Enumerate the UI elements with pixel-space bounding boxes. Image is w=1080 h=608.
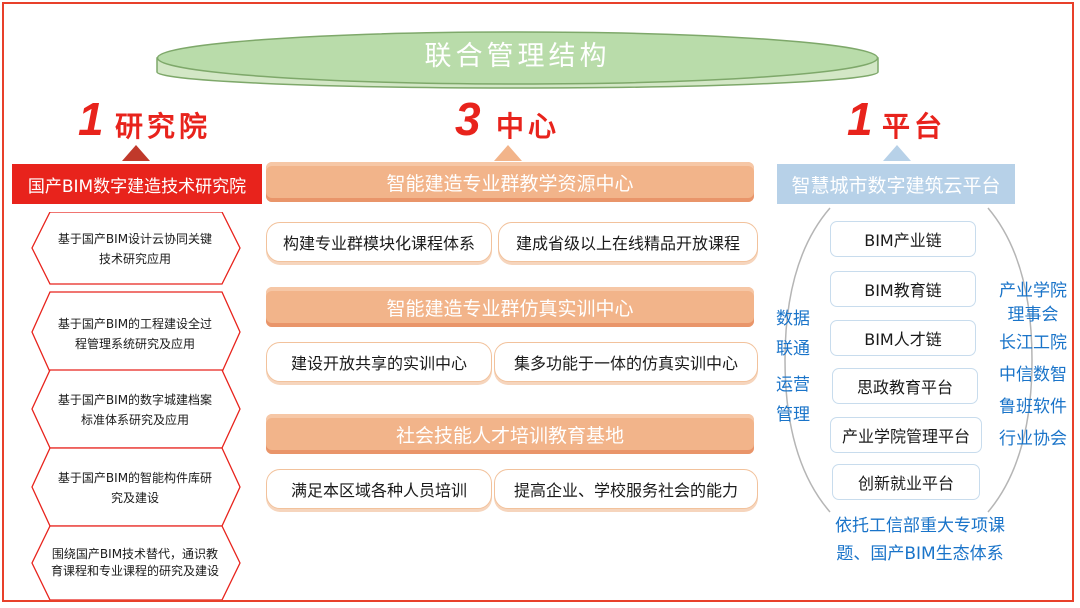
centers-count: 3 — [455, 93, 481, 145]
platform-item-2: BIM教育链 — [830, 271, 976, 307]
left-label-3: 运营 — [776, 375, 810, 395]
center-2-item-2: 集多功能于一体的仿真实训中心 — [494, 342, 758, 382]
institute-item-3: 基于国产BIM的数字城建档案标准体系研究及应用 — [57, 393, 213, 427]
right-label-1: 产业学院 — [999, 281, 1067, 301]
platform-count: 1 — [847, 93, 873, 145]
platform-item-1: BIM产业链 — [830, 221, 976, 257]
right-label-2: 理事会 — [1007, 305, 1059, 325]
institute-hex-5 — [31, 525, 241, 600]
platform-footer: 依托工信部重大专项课 题、国产BIM生态体系 — [820, 512, 1020, 568]
center-1-banner: 智能建造专业群教学资源中心 — [266, 162, 754, 202]
center-1-item-2: 建成省级以上在线精品开放课程 — [498, 222, 758, 262]
platform-banner: 智慧城市数字建筑云平台 — [777, 164, 1015, 204]
right-label-3: 长江工院 — [999, 333, 1067, 353]
institute-item-1: 基于国产BIM设计云协同关键技术研究应用 — [57, 232, 213, 266]
center-2-banner: 智能建造专业群仿真实训中心 — [266, 287, 754, 327]
institute-arrow-icon — [122, 145, 150, 161]
platform-right-labels: 产业学院 理事会 长江工院 中信数智 鲁班软件 行业协会 — [992, 279, 1074, 455]
platform-item-5: 产业学院管理平台 — [830, 417, 982, 453]
title-disc — [156, 31, 879, 89]
center-3-banner: 社会技能人才培训教育基地 — [266, 414, 754, 454]
platform-item-6: 创新就业平台 — [832, 464, 980, 500]
institute-hexagons — [31, 212, 241, 600]
center-2-item-1: 建设开放共享的实训中心 — [266, 342, 492, 382]
institute-hex-1 — [31, 212, 241, 285]
platform-item-4: 思政教育平台 — [832, 368, 978, 404]
institute-item-2: 基于国产BIM的工程建设全过程管理系统研究及应用 — [57, 317, 213, 351]
right-label-6: 行业协会 — [999, 429, 1067, 449]
outer-frame — [2, 2, 1074, 602]
institute-banner: 国产BIM数字建造技术研究院 — [12, 164, 262, 204]
platform-heading: 平台 — [882, 110, 947, 143]
institute-heading: 研究院 — [115, 110, 212, 143]
right-label-4: 中信数智 — [999, 365, 1067, 385]
footer-line-1: 依托工信部重大专项课 — [835, 516, 1005, 536]
centers-heading: 中心 — [496, 110, 561, 143]
platform-arrow-icon — [883, 145, 911, 161]
right-label-5: 鲁班软件 — [999, 397, 1067, 417]
left-label-1: 数据 — [776, 309, 810, 329]
left-label-4: 管理 — [776, 405, 810, 425]
center-3-item-2: 提高企业、学校服务社会的能力 — [494, 469, 758, 509]
footer-line-2: 题、国产BIM生态体系 — [836, 544, 1004, 564]
institute-item-5: 围绕国产BIM技术替代，通识教育课程和专业课程的研究及建设 — [50, 547, 219, 578]
centers-arrow-icon — [494, 145, 522, 161]
center-1-item-1: 构建专业群模块化课程体系 — [266, 222, 492, 262]
platform-item-3: BIM人才链 — [830, 320, 976, 356]
institute-item-4: 基于国产BIM的智能构件库研究及建设 — [57, 471, 213, 505]
center-3-item-1: 满足本区域各种人员培训 — [266, 469, 492, 509]
left-label-2: 联通 — [776, 339, 810, 359]
platform-left-labels: 数据 联通 运营 管理 — [770, 304, 816, 430]
platform-brackets — [784, 207, 1033, 513]
institute-count: 1 — [78, 93, 104, 145]
page-title: 联合管理结构 — [424, 41, 611, 72]
